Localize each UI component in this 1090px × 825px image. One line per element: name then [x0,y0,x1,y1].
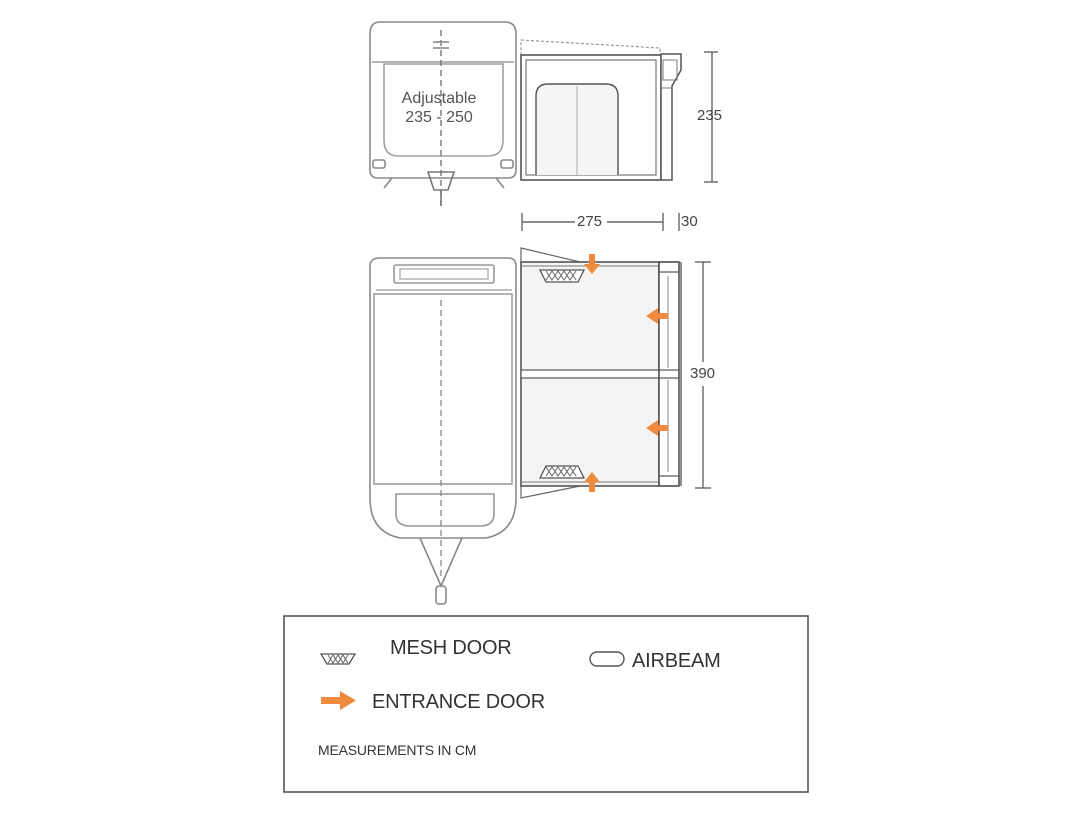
caravan-front-view [369,21,517,210]
legend-airbeam-label: AIRBEAM [632,650,721,672]
legend-box [283,615,809,793]
adjustable-label: Adjustable [401,90,477,107]
entrance-arrow-rear [584,254,600,274]
adjustable-range-label: 235 - 250 [405,109,473,126]
legend-units-note: MEASUREMENTS IN CM [318,742,477,758]
awning-plan-view [520,247,682,499]
height-dimension-label: 235 [697,107,723,124]
legend-airbeam-icon [589,651,625,667]
width-dimension-label: 390 [690,365,716,382]
beam-depth-dimension-label: 30 [681,213,698,230]
entrance-arrow-front [584,472,600,492]
mesh-door-rear [538,269,586,283]
width-dimension-line [695,261,711,489]
awning-front-view [520,39,682,181]
entrance-arrow-side-upper [646,308,668,324]
legend-mesh-door-label: MESH DOOR [390,637,512,659]
depth-dimension-line [521,213,680,231]
legend-arrow-icon [321,691,356,710]
legend-mesh-icon [319,653,357,665]
height-dimension-line [704,51,718,183]
depth-dimension-label: 275 [577,213,603,230]
entrance-arrow-side-lower [646,420,668,436]
caravan-plan-view [369,257,517,605]
mesh-door-front [538,465,586,479]
legend-entrance-door-label: ENTRANCE DOOR [372,691,545,713]
